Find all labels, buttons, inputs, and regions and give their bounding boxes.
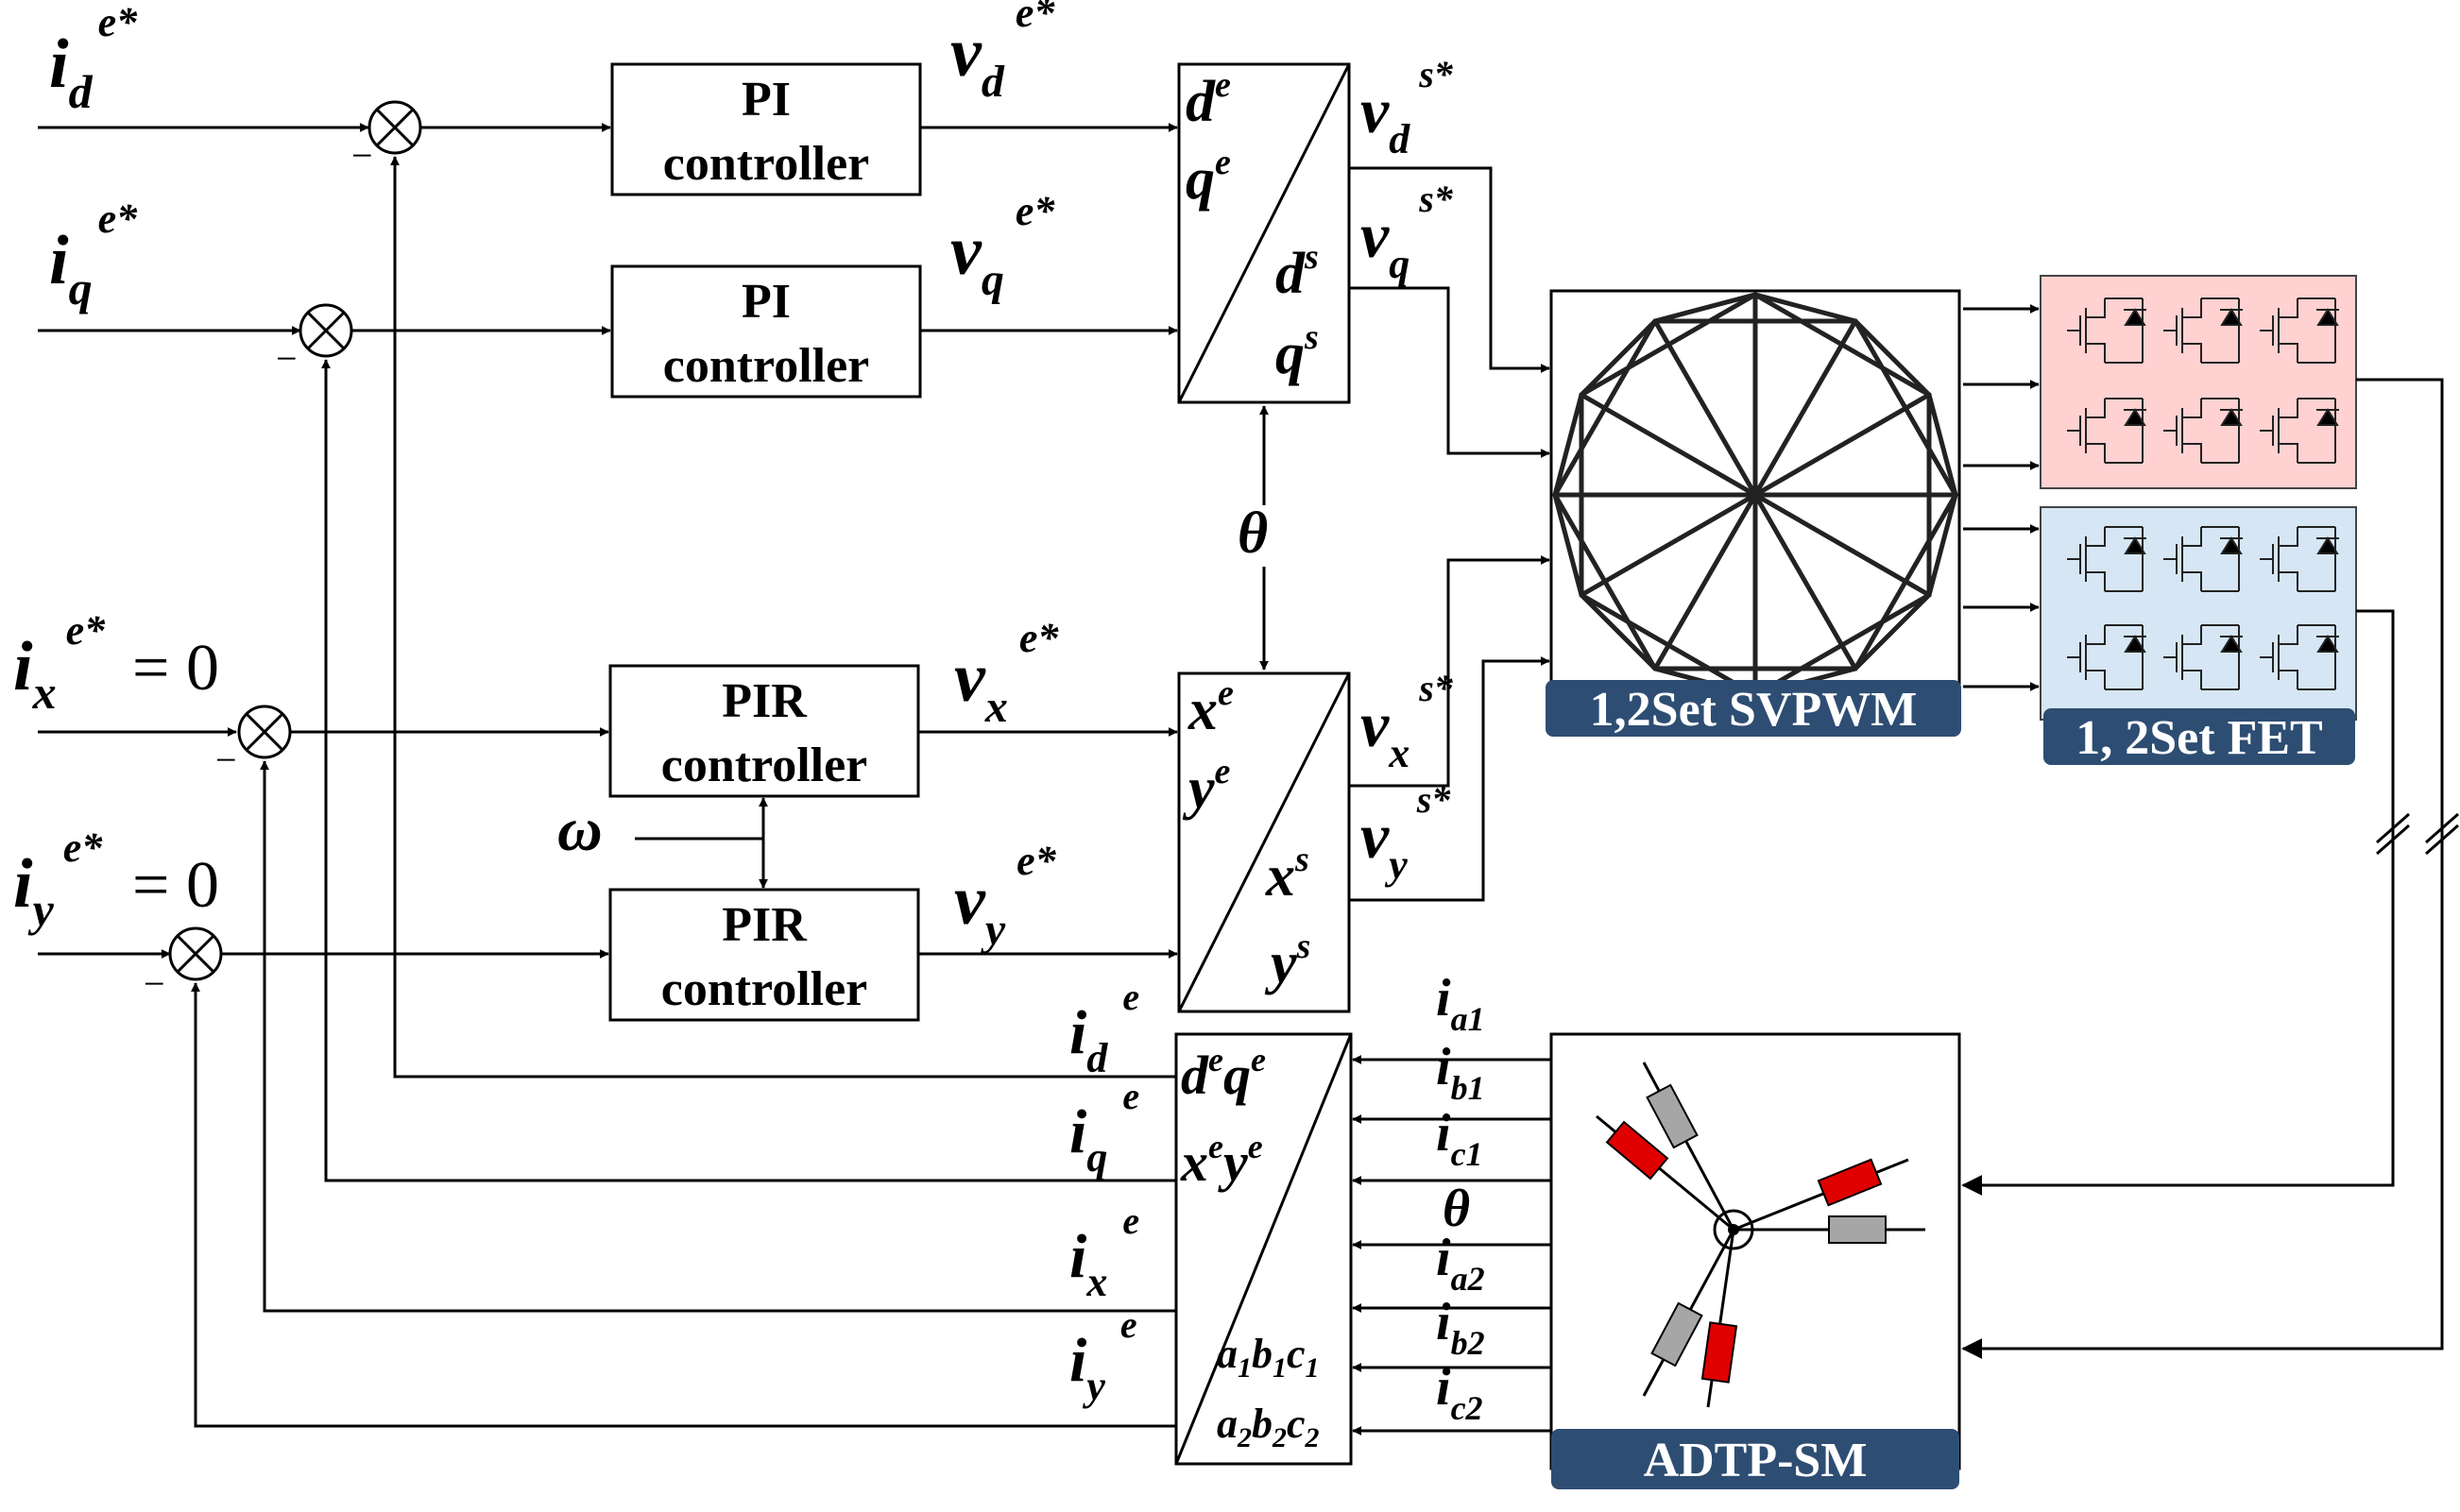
sum-junction-d [367,100,422,155]
input-id-label: ide* [49,0,138,118]
transform-xy-block: xe ye xs ys [1177,671,1351,1013]
label-theta-meas: θ [1443,1180,1470,1238]
pir-controller-y: PIR controller [608,888,920,1022]
svg-text:PIR: PIR [722,898,808,952]
svg-text:de: de [1186,65,1231,134]
label-vx-s: vxs* [1360,667,1454,776]
label-ib1: ib1 [1436,1038,1485,1107]
label-ia1: ia1 [1436,969,1485,1038]
transform-dq-block: de qe ds qs [1177,62,1351,404]
svpwm-vector-diagram [1552,292,1958,698]
wire-fb-id [390,156,1176,1079]
fet-banner [2043,708,2355,765]
minus-sign-d: − [351,134,373,177]
label-vq-e: vqe* [950,188,1055,305]
svg-text:PI: PI [742,73,791,127]
label-iy-fb: iye [1069,1303,1137,1409]
sum-junction-q [299,303,353,358]
motor-winding-diagram [1596,1062,1925,1408]
wire-fet2-motor [1961,609,2395,1196]
input-iy-zero: = 0 [132,849,219,922]
minus-sign-q: − [276,337,298,380]
label-ia2: ia2 [1436,1229,1485,1298]
svg-text:xe: xe [1187,673,1234,742]
svpwm-banner [1546,680,1961,737]
fet-set-1 [2040,275,2357,489]
wire-vy-s [1349,656,1550,902]
label-vx-e: vxe* [954,615,1059,732]
pir-controller-x: PIR controller [608,664,920,798]
svg-text:qe: qe [1186,143,1231,212]
input-ix-zero: = 0 [132,632,219,705]
label-vd-s: vds* [1360,53,1454,162]
svg-text:PIR: PIR [722,674,808,728]
fet-set-1-switches [2067,297,2339,464]
three-phase-marks [2376,812,2459,856]
svg-text:qs: qs [1275,317,1319,386]
minus-sign-x: − [215,739,237,781]
fet-set-2-switches [2067,526,2339,690]
svg-text:controller: controller [663,137,870,191]
label-id-fb: ide [1069,976,1139,1081]
svg-text:controller: controller [661,739,868,792]
svg-text:PI: PI [742,275,791,329]
motor-banner [1551,1429,1959,1489]
motor-block: ADTP-SM [1549,1032,1961,1489]
svg-text:deqe: deqe [1181,1041,1266,1106]
input-ix-label: ixe* [13,607,106,719]
transform-feedback-block: deqe xeye a1b1c1 a2b2c2 [1174,1032,1353,1466]
svg-text:a1b1c1: a1b1c1 [1217,1331,1320,1384]
label-ic1: ic1 [1436,1104,1483,1173]
svpwm-block: 1,2Set SVPWM [1546,289,1961,737]
pi-controller-d: PI controller [610,62,922,196]
svg-text:controller: controller [663,339,870,393]
label-ic2: ic2 [1436,1358,1483,1427]
wire-fb-iq [321,359,1176,1182]
input-iy-label: iye* [13,824,103,936]
wire-fet1-motor [1961,378,2444,1359]
label-ix-fb: ixe [1069,1199,1139,1305]
theta-label: θ [1238,501,1268,566]
wire-vx-s [1349,555,1550,788]
svg-text:xeye: xeye [1180,1128,1263,1193]
sum-junction-y [168,926,223,981]
label-vy-s: vys* [1360,778,1451,888]
motor-banner-label: ADTP-SM [1644,1434,1868,1487]
svg-text:xs: xs [1265,840,1309,909]
measured-current-labels: ia1 ib1 ic1 θ ia2 ib2 ic2 [1436,969,1485,1427]
label-ib2: ib2 [1436,1293,1485,1362]
svg-text:ds: ds [1275,237,1319,306]
wire-vq-s [1349,286,1550,458]
svg-text:a2b2c2: a2b2c2 [1217,1401,1320,1453]
sum-junction-x [237,705,292,759]
wire-vd-s [1349,166,1550,373]
input-iq-label: iqe* [49,195,138,314]
label-iq-fb: iqe [1069,1075,1139,1181]
label-vy-e: vye* [954,838,1057,955]
svg-text:controller: controller [661,962,868,1016]
label-vd-e: vde* [950,0,1055,107]
fet-banner-label: 1, 2Set FET [2076,711,2322,765]
pi-controller-q: PI controller [610,264,922,399]
minus-sign-y: − [144,962,165,1005]
label-vq-s: vqs* [1360,178,1454,287]
omega-label: ω [557,795,603,864]
wire-fb-ix [260,760,1176,1313]
wire-fb-iy [191,982,1176,1428]
svpwm-banner-label: 1,2Set SVPWM [1590,683,1918,737]
fet-set-2 [2040,506,2357,721]
